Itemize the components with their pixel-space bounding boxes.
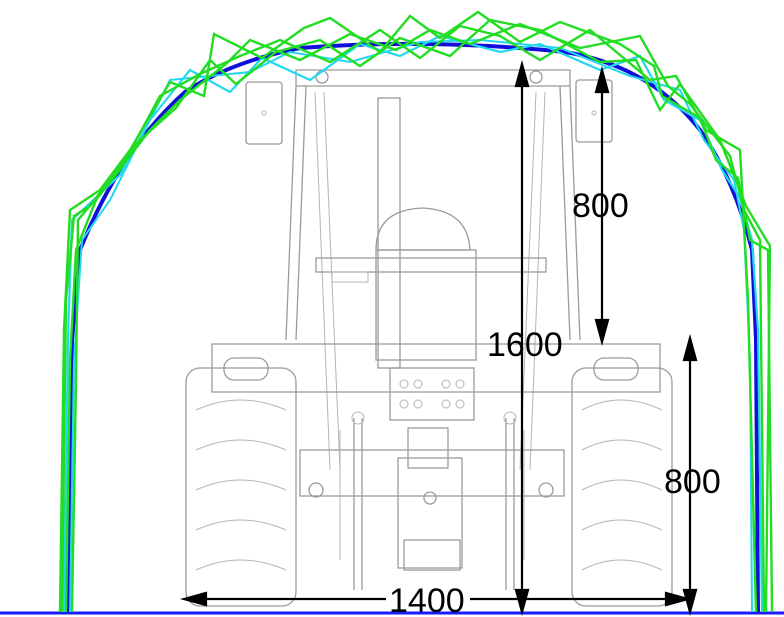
cyan-trace — [62, 34, 764, 613]
clearance-traces — [58, 10, 774, 613]
dimension-lines — [179, 59, 698, 617]
dim-label-1400: 1400 — [389, 582, 465, 617]
dim-label-lower-800: 800 — [664, 463, 721, 501]
dim-label-upper-800: 800 — [572, 187, 629, 225]
tractor-drawing — [185, 69, 673, 607]
dim-label-1600: 1600 — [487, 326, 563, 364]
